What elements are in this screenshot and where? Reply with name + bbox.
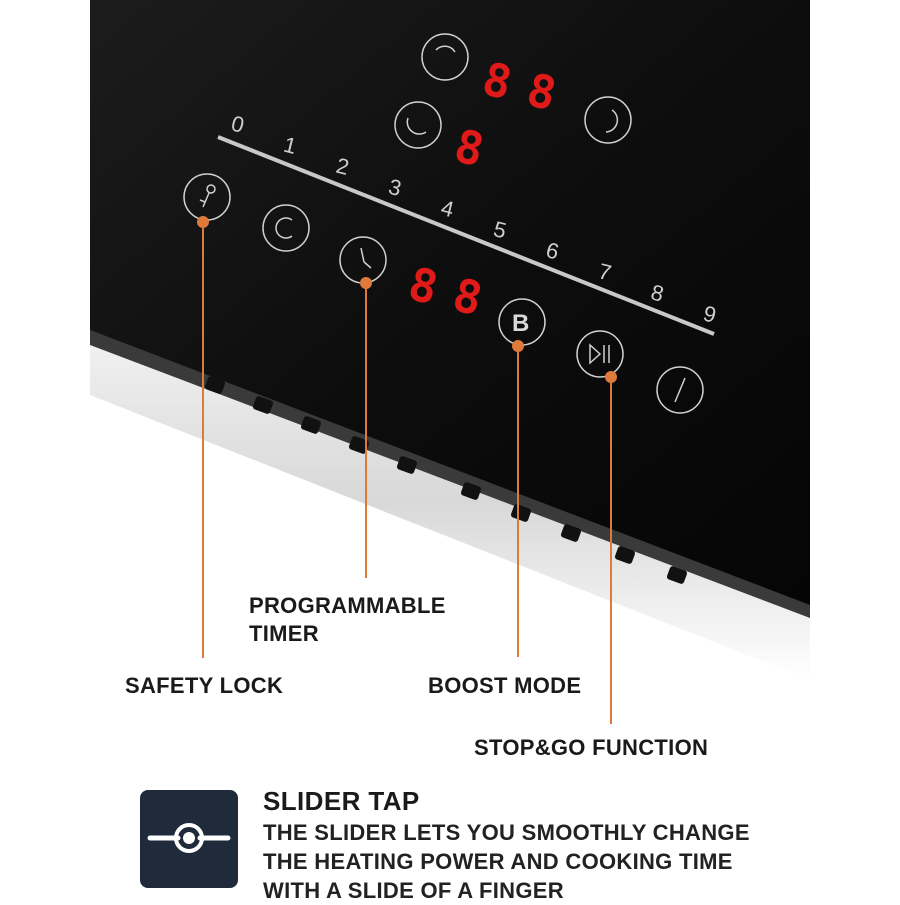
- timer-dot: [360, 277, 372, 289]
- power-level-7[interactable]: 7: [596, 258, 614, 285]
- zone-right-circle[interactable]: [584, 96, 632, 144]
- power-level-9[interactable]: 9: [701, 301, 719, 328]
- programmable-timer-label-line1: PROGRAMMABLE: [249, 593, 446, 618]
- feature-description-line: THE SLIDER LETS YOU SMOOTHLY CHANGE: [263, 820, 750, 845]
- feature-description-line: WITH A SLIDE OF A FINGER: [263, 878, 564, 903]
- boost-dot: [512, 340, 524, 352]
- power-scale: 0 1 2 3 4 5 6 7 8 9: [229, 111, 719, 328]
- zone-left-circle[interactable]: [394, 101, 442, 149]
- power-icon: [674, 377, 686, 403]
- power-level-1[interactable]: 1: [281, 132, 299, 159]
- slider-track[interactable]: [217, 135, 715, 336]
- power-level-5[interactable]: 5: [491, 216, 509, 243]
- feature-block: SLIDER TAP THE SLIDER LETS YOU SMOOTHLY …: [140, 786, 880, 903]
- boost-mode-label: BOOST MODE: [428, 673, 582, 698]
- stop-go-label: STOP&GO FUNCTION: [474, 735, 709, 760]
- zone-mid-circle[interactable]: [262, 204, 310, 252]
- power-level-2[interactable]: 2: [334, 153, 352, 180]
- zone-mid-icon: [275, 217, 293, 239]
- stop-go-dot: [605, 371, 617, 383]
- power-level-3[interactable]: 3: [386, 174, 404, 201]
- stop-go-button[interactable]: [576, 330, 624, 378]
- zone-top-icon: [435, 45, 456, 53]
- zone-top-circle[interactable]: [421, 33, 469, 81]
- power-slider[interactable]: 0 1 2 3 4 5 6 7 8 9: [217, 111, 719, 336]
- power-level-6[interactable]: 6: [543, 237, 561, 264]
- callout-lines: [202, 222, 612, 724]
- power-level-4[interactable]: 4: [439, 195, 457, 222]
- feature-description-line: THE HEATING POWER AND COOKING TIME: [263, 849, 733, 874]
- play-pause-icon: [589, 343, 610, 365]
- key-icon: [199, 184, 216, 208]
- programmable-timer-label: PROGRAMMABLE TIMER: [249, 592, 446, 648]
- power-level-0[interactable]: 0: [229, 111, 247, 138]
- programmable-timer-label-line2: TIMER: [249, 621, 319, 646]
- zone-right-icon: [605, 109, 619, 133]
- power-level-8[interactable]: 8: [648, 279, 666, 306]
- feature-description: THE SLIDER LETS YOU SMOOTHLY CHANGE THE …: [263, 818, 823, 905]
- clock-icon: [360, 247, 372, 269]
- power-button[interactable]: [656, 366, 704, 414]
- slider-icon: [140, 790, 238, 888]
- zone-left-icon: [406, 117, 427, 135]
- feature-title: SLIDER TAP: [263, 786, 420, 816]
- vent-slots: [204, 376, 688, 584]
- safety-lock-dot: [197, 216, 209, 228]
- boost-button-label: B: [512, 310, 529, 337]
- slider-icon-graphic: [147, 823, 231, 853]
- glass-panel: [90, 0, 810, 605]
- callout-dots: [197, 216, 617, 383]
- safety-lock-label: SAFETY LOCK: [125, 673, 284, 698]
